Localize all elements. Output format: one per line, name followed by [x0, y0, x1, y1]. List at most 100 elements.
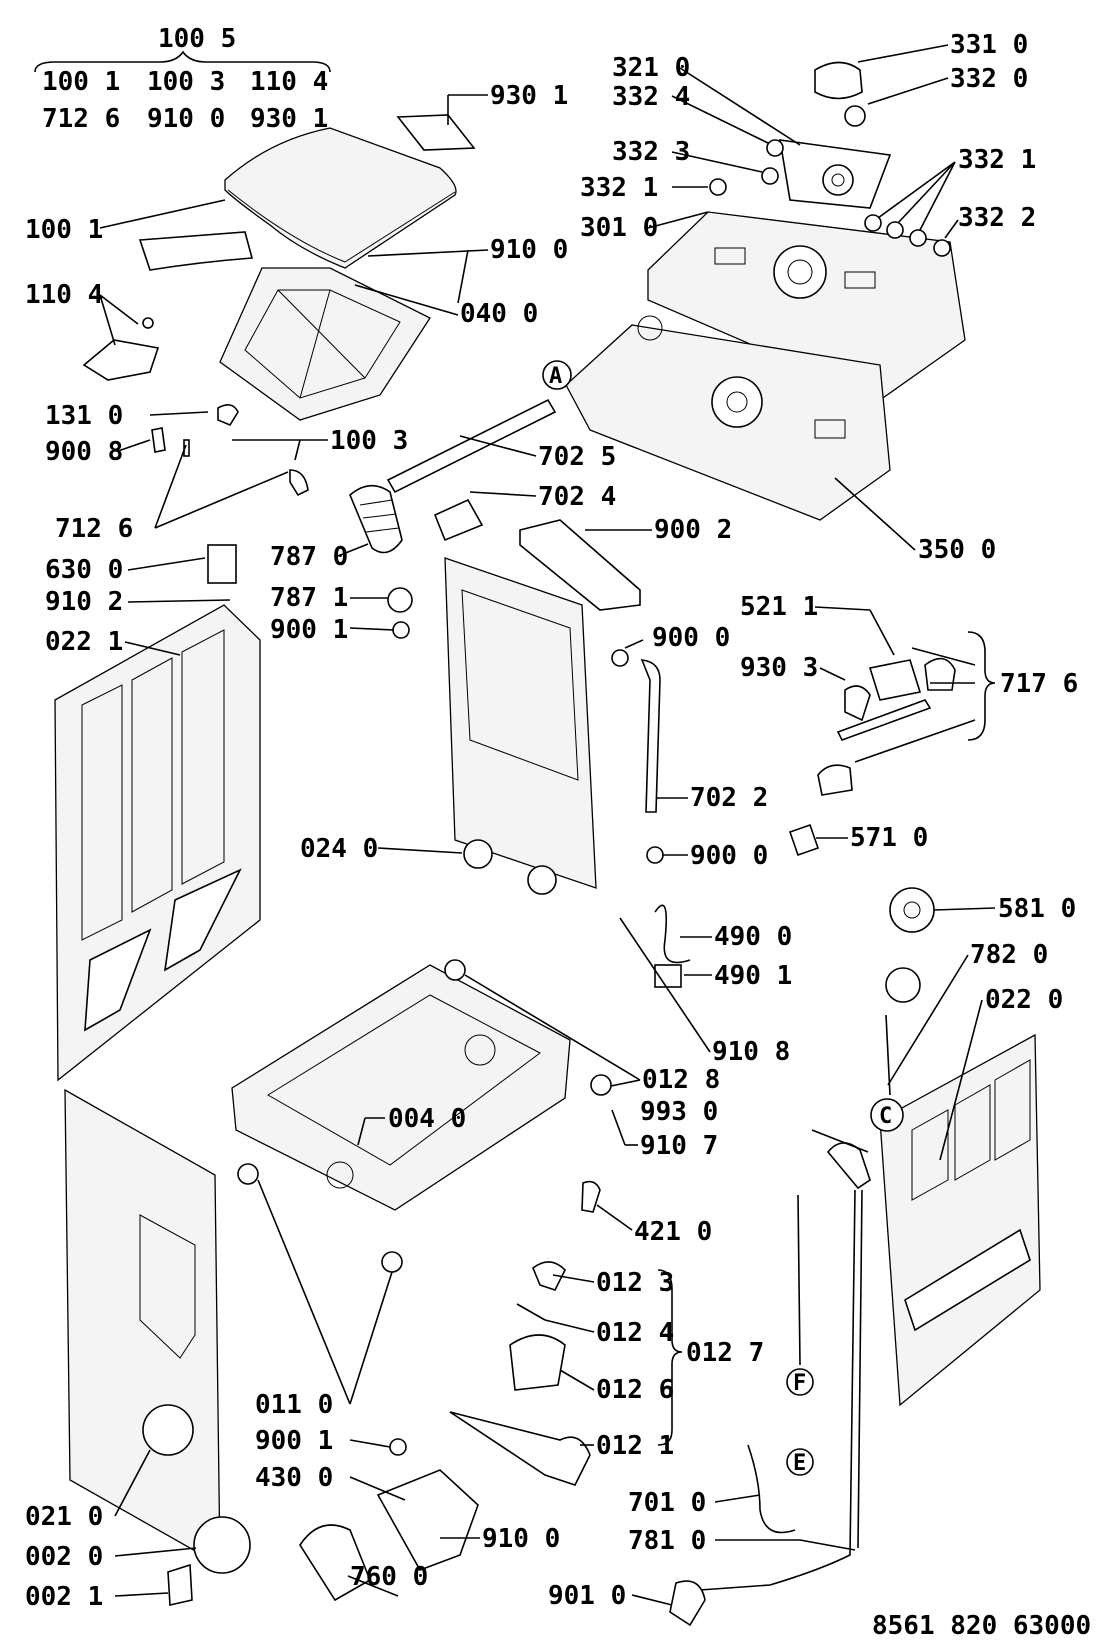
spring-7126-part [289, 469, 309, 497]
label-012-6: 012 6 [596, 1375, 674, 1405]
header-group: 100 5 100 1 100 3 110 4 712 6 910 0 930 … [34, 24, 331, 134]
callout-a-circle [542, 360, 572, 390]
trim-strip-part [396, 114, 476, 151]
foot-0128b-part [590, 1074, 612, 1096]
pin-7126-part [183, 439, 190, 457]
label-002-0: 002 0 [25, 1542, 103, 1572]
label-910-7: 910 7 [640, 1131, 718, 1161]
lid-front-bar-part [138, 231, 254, 271]
label-701-0: 701 0 [628, 1488, 706, 1518]
part-labels: 930 1 321 0 332 4 331 0 332 0 332 3 332 … [25, 30, 1091, 1641]
belt-7820-part [885, 967, 921, 1003]
tube-right-part [797, 1194, 801, 1366]
label-430-0: 430 0 [255, 1463, 333, 1493]
label-350-0: 350 0 [918, 535, 996, 565]
header-r1-c2: 100 3 [147, 67, 225, 97]
button-3321b-3 [909, 229, 927, 247]
label-930-3: 930 3 [740, 653, 818, 683]
label-012-3: 012 3 [596, 1268, 674, 1298]
label-630-0: 630 0 [45, 555, 123, 585]
label-717-6: 717 6 [1000, 669, 1078, 699]
button-3321b-1 [864, 214, 882, 232]
header-r1-c3: 110 4 [250, 67, 328, 97]
part-0124 [516, 1303, 546, 1321]
clamp-9001a-part [392, 621, 410, 639]
knob-cap-part [844, 105, 866, 127]
label-782-0: 782 0 [970, 940, 1048, 970]
label-901-0: 901 0 [548, 1581, 626, 1611]
label-331-0: 331 0 [950, 30, 1028, 60]
label-900-1-b: 900 1 [255, 1426, 333, 1456]
decor-panel-part [779, 139, 892, 209]
label-131-0: 131 0 [45, 401, 123, 431]
button-3322-part [933, 239, 951, 257]
bellows-7870-part [349, 484, 403, 554]
label-993-0: 993 0 [640, 1097, 718, 1127]
spring-9303-part [844, 685, 871, 722]
label-910-2: 910 2 [45, 587, 123, 617]
clip-9008-part [151, 427, 166, 453]
spring-cap-part [924, 657, 956, 691]
filter-7600-part [299, 1524, 372, 1602]
base-frame-part [231, 964, 571, 1211]
label-490-1: 490 1 [714, 961, 792, 991]
label-910-8: 910 8 [712, 1037, 790, 1067]
cable-4900-part [654, 904, 691, 964]
callout-a-text: A [549, 364, 562, 389]
pump-4300-part [376, 1469, 479, 1571]
label-702-5: 702 5 [538, 442, 616, 472]
label-332-0: 332 0 [950, 64, 1028, 94]
button-3323-part [761, 167, 779, 185]
label-571-0: 571 0 [850, 823, 928, 853]
fascia-part [647, 211, 966, 401]
label-702-2: 702 2 [690, 783, 768, 813]
valve-5710-part [788, 823, 820, 857]
bumper-9000a-part [611, 649, 629, 667]
label-332-1-a: 332 1 [580, 173, 658, 203]
label-421-0: 421 0 [634, 1217, 712, 1247]
label-581-0: 581 0 [998, 894, 1076, 924]
callout-c-circle [870, 1098, 904, 1132]
callout-f-top-text: F [793, 1371, 806, 1396]
drain-hose-7810-part [699, 1189, 856, 1591]
pulley-5810-part [889, 887, 935, 933]
label-910-0-b: 910 0 [482, 1524, 560, 1554]
block-6300-part [207, 544, 237, 584]
button-3324-part [766, 139, 784, 157]
knob-part [814, 61, 863, 100]
label-040-0: 040 0 [460, 299, 538, 329]
hinge-part [82, 339, 160, 381]
hose-7022-part [640, 659, 661, 813]
label-022-1: 022 1 [45, 627, 123, 657]
leader-lines [99, 44, 996, 1606]
drawing-number: 8561 820 63000 [872, 1611, 1091, 1641]
label-332-4: 332 4 [612, 82, 690, 112]
header-top-label: 100 5 [158, 24, 236, 54]
side-panel-right-part [879, 1033, 1041, 1407]
rod-part [836, 699, 932, 741]
cover-0020-part [193, 1516, 251, 1574]
label-930-1: 930 1 [490, 81, 568, 111]
callout-f-top-circle [786, 1368, 814, 1396]
rear-panel-part [444, 557, 597, 895]
top-frame-part [219, 267, 431, 421]
label-021-0: 021 0 [25, 1502, 103, 1532]
lid-part [224, 127, 457, 269]
clamp-9010-part [669, 1580, 706, 1627]
label-100-1: 100 1 [25, 215, 103, 245]
button-3321b-2 [886, 221, 904, 239]
label-781-0: 781 0 [628, 1526, 706, 1556]
label-024-0: 024 0 [300, 834, 378, 864]
label-760-0: 760 0 [350, 1562, 428, 1592]
label-521-1: 521 1 [740, 592, 818, 622]
part-0121 [449, 1411, 591, 1486]
hose-7010-part [747, 1444, 796, 1534]
label-712-6: 712 6 [55, 514, 133, 544]
bracket-9002-part [519, 519, 641, 611]
bracket-5211-part [868, 659, 922, 701]
label-012-4: 012 4 [596, 1318, 674, 1348]
label-004-0: 004 0 [388, 1104, 466, 1134]
label-012-8: 012 8 [642, 1065, 720, 1095]
